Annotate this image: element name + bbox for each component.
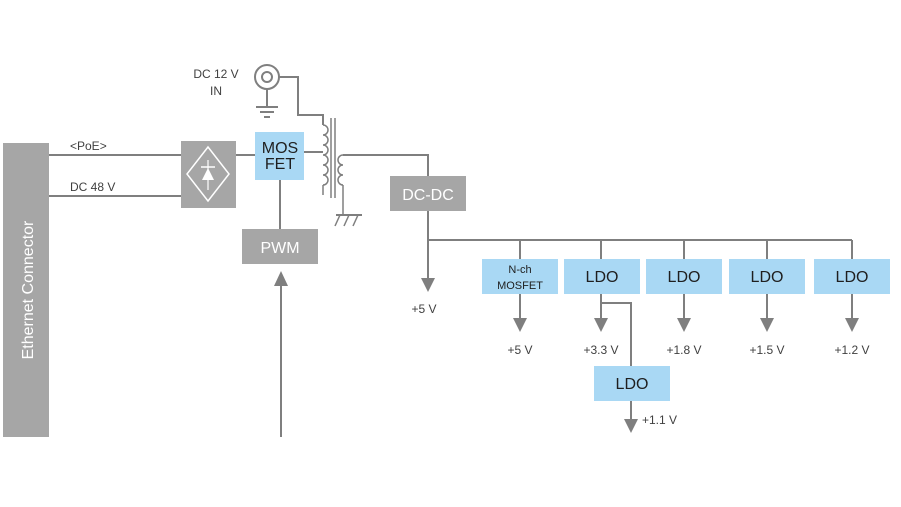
ldo-3v3-box	[564, 259, 640, 294]
ldo-1v2-label: LDO	[836, 269, 869, 286]
transformer-icon	[322, 118, 362, 227]
dcdc-block: DC-DC +5 V	[390, 176, 466, 316]
ethernet-connector-box	[3, 143, 49, 437]
input-lines: <PoE> DC 48 V	[49, 139, 181, 197]
secondary-to-dcdc-line	[343, 154, 429, 176]
nch-label-line1: N-ch	[508, 264, 531, 276]
v1-5-arrow	[760, 318, 774, 332]
pwm-box	[242, 229, 318, 264]
dc-jack-inner-icon	[261, 71, 273, 83]
ldo-1v1-label: LDO	[616, 376, 649, 393]
pwm-feedback-arrow	[274, 271, 288, 286]
v1-2-arrow	[845, 318, 859, 332]
jack-to-transformer-line	[279, 76, 324, 125]
v3-3-label: +3.3 V	[583, 343, 618, 357]
pwm-block: PWM	[242, 180, 318, 437]
v1-1-arrow	[624, 419, 638, 433]
dc12-label-line2: IN	[210, 84, 222, 98]
v1-8-arrow	[677, 318, 691, 332]
ldo-3v3-label: LDO	[586, 269, 619, 286]
ethernet-connector: Ethernet Connector	[3, 143, 49, 437]
v1-5-label: +1.5 V	[749, 343, 784, 357]
v1-1-label: +1.1 V	[642, 413, 677, 427]
mosfet-block: MOS FET	[255, 132, 304, 180]
v5-arrow	[513, 318, 527, 332]
dc-jack-outer-icon	[254, 64, 280, 90]
nch-label-line2: MOSFET	[497, 280, 543, 292]
dc12-label-line1: DC 12 V	[193, 67, 238, 81]
dcdc-box	[390, 176, 466, 211]
ldo-1v2-box	[814, 259, 890, 294]
pwm-label: PWM	[260, 240, 299, 257]
dc48-label: DC 48 V	[70, 180, 115, 194]
ldo-1v1-block: LDO +1.1 V	[594, 366, 677, 433]
ldo-1v5-block: LDO +1.5 V	[729, 259, 805, 357]
nch-mosfet-block: N-ch MOSFET +5 V	[482, 259, 558, 357]
ldo-1v1-box	[594, 366, 670, 401]
dc-jack: DC 12 V IN	[193, 64, 280, 118]
nch-mosfet-box	[482, 259, 558, 294]
poe-label: <PoE>	[70, 139, 107, 153]
rectifier-diamond	[186, 145, 230, 203]
v5-main-arrow	[421, 278, 435, 292]
ethernet-connector-label: Ethernet Connector	[20, 220, 37, 359]
v3-3-arrow	[594, 318, 608, 332]
ldo-1v8-label: LDO	[668, 269, 701, 286]
dcdc-label: DC-DC	[402, 187, 454, 204]
ldo-3v3-to-ldo-1v1-line	[601, 302, 632, 366]
ldo-1v2-block: LDO +1.2 V	[814, 259, 890, 357]
mosfet-label-line2: FET	[265, 156, 295, 173]
v1-8-label: +1.8 V	[666, 343, 701, 357]
ldo-1v5-box	[729, 259, 805, 294]
v5-label: +5 V	[507, 343, 532, 357]
v5-main-label: +5 V	[411, 302, 436, 316]
bridge-rectifier	[181, 141, 236, 208]
ldo-1v8-block: LDO +1.8 V	[646, 259, 722, 357]
ldo-1v5-label: LDO	[751, 269, 784, 286]
v1-2-label: +1.2 V	[834, 343, 869, 357]
mosfet-box	[255, 132, 304, 180]
mosfet-label-line1: MOS	[262, 140, 298, 157]
ldo-3v3-block: LDO +3.3 V	[564, 259, 640, 366]
ldo-1v8-box	[646, 259, 722, 294]
